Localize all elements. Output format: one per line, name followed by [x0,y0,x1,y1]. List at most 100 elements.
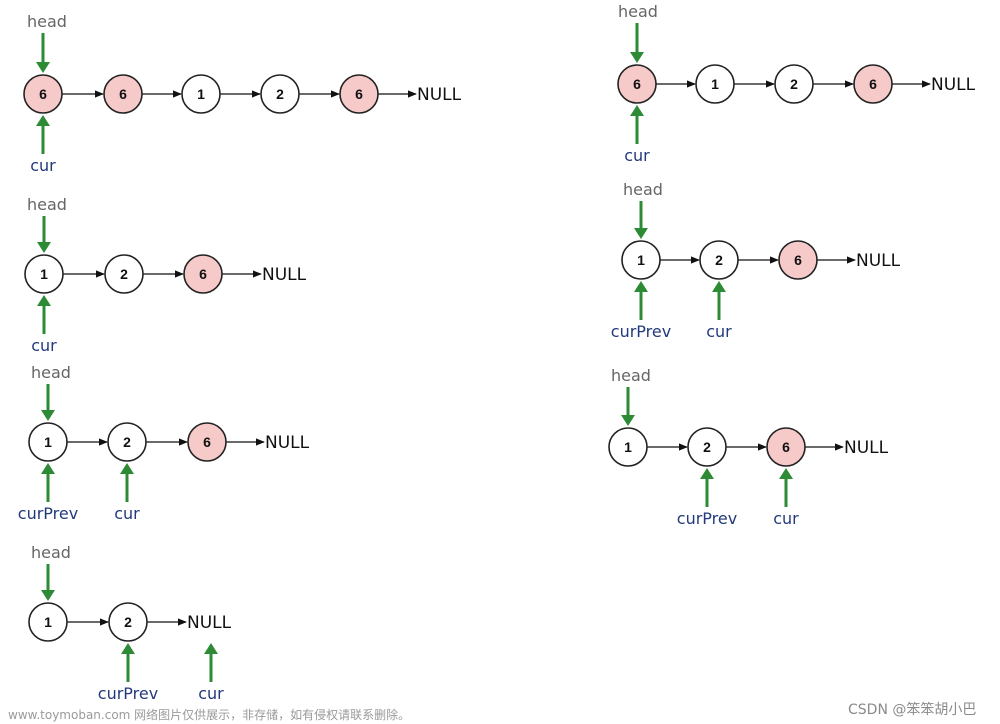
cur-pointer-arrow-icon [712,281,726,320]
pointer-arrow-head [712,281,726,292]
pointer-arrow-head [41,463,55,474]
pointer-arrow-head [37,295,51,306]
node-value: 6 [203,434,211,450]
node-circle-removed [183,254,223,294]
pointer-arrow-head [700,468,714,479]
list-node: 2 [104,254,144,294]
node-value: 6 [119,86,127,102]
list-node: 6 [23,74,63,114]
null-terminator: NULL [187,613,232,633]
node-circle [695,64,735,104]
cur-pointer-arrow-icon [630,105,644,144]
list-node: 1 [621,240,661,280]
head-pointer-arrow-icon [621,387,635,426]
node-circle-removed [853,64,893,104]
node-value: 6 [782,439,790,455]
list-node: 1 [24,254,64,294]
node-circle-removed [339,74,379,114]
curprev-pointer-label: curPrev [98,684,158,703]
node-circle [608,427,648,467]
list-node: 6 [617,64,657,104]
node-value: 6 [794,252,802,268]
node-circle [24,254,64,294]
list-node: 1 [181,74,221,114]
node-circle [181,74,221,114]
list-node: 1 [28,422,68,462]
node-circle [621,240,661,280]
list-node: 2 [687,427,727,467]
node-circle-removed [187,422,227,462]
curprev-pointer-arrow-icon [41,463,55,502]
node-value: 2 [703,439,711,455]
head-pointer-arrow-icon [630,23,644,63]
head-label: head [31,543,71,562]
head-pointer-arrow-icon [36,33,50,73]
cur-pointer-arrow-icon [36,115,50,154]
node-circle-removed [103,74,143,114]
list-node: 6 [853,64,893,104]
node-circle [774,64,814,104]
null-terminator: NULL [856,251,901,271]
cur-pointer-arrow-icon [779,468,793,507]
node-value: 1 [44,614,52,630]
pointer-arrow-head [41,590,55,601]
node-value: 2 [715,252,723,268]
list-node: 1 [28,602,68,642]
curprev-pointer-arrow-icon [700,468,714,507]
head-pointer-arrow-icon [41,564,55,601]
null-terminator: NULL [844,438,889,458]
curprev-pointer-arrow-icon [634,281,648,320]
node-value: 2 [124,614,132,630]
pointer-arrow-head [779,468,793,479]
pointer-arrow-head [36,62,50,73]
node-value: 2 [276,86,284,102]
list-node: 6 [778,240,818,280]
null-terminator: NULL [262,265,307,285]
curprev-pointer-arrow-icon [121,643,135,682]
watermark-text: www.toymoban.com 网络图片仅供展示，非存储，如有侵权请联系删除。 [8,708,411,722]
node-circle [108,602,148,642]
head-label: head [31,363,71,382]
cur-pointer-label: cur [114,504,140,523]
null-terminator: NULL [417,85,462,105]
list-node: 6 [183,254,223,294]
head-label: head [27,12,67,31]
head-pointer-arrow-icon [37,216,51,253]
cur-pointer-arrow-icon [37,295,51,334]
curprev-pointer-label: curPrev [18,504,78,523]
node-value: 1 [44,434,52,450]
pointer-arrow-head [621,415,635,426]
head-label: head [27,195,67,214]
node-value: 2 [790,76,798,92]
pointer-arrow-head [630,52,644,63]
list-node: 6 [766,427,806,467]
list-node: 6 [187,422,227,462]
node-value: 6 [869,76,877,92]
list-diagram: NULL 1 2 6 head curPrev cur [18,363,310,523]
curprev-pointer-label: curPrev [677,509,737,528]
head-label: head [618,2,658,21]
cur-pointer-arrow-icon [204,643,218,682]
node-value: 6 [39,86,47,102]
null-terminator: NULL [931,75,976,95]
pointer-arrow-head [120,463,134,474]
null-terminator: NULL [265,433,310,453]
cur-pointer-label: cur [30,156,56,175]
node-circle-removed [23,74,63,114]
head-pointer-arrow-icon [41,384,55,421]
list-node: 2 [107,422,147,462]
node-value: 6 [633,76,641,92]
node-circle-removed [766,427,806,467]
head-label: head [623,180,663,199]
pointer-arrow-head [630,105,644,116]
node-circle [104,254,144,294]
pointer-arrow-head [121,643,135,654]
list-node: 2 [260,74,300,114]
node-value: 1 [637,252,645,268]
